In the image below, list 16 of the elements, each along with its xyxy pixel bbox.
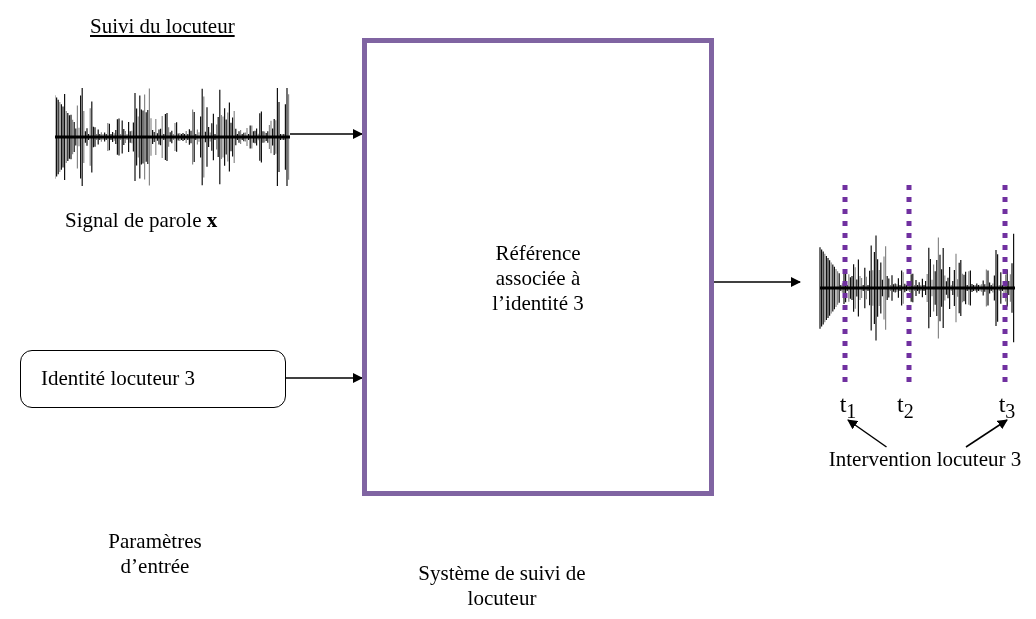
text-label: t$_{3}$ (997, 392, 1017, 424)
box-text: Référence associée à l’identité 3 (491, 241, 585, 316)
arrow (965, 419, 1008, 448)
input-box (20, 350, 286, 408)
heading: Suivi du locuteur (90, 14, 235, 39)
box-text: Identité locuteur 3 (41, 366, 195, 391)
arrow (713, 277, 801, 287)
text-label: Paramètres d’entrée (107, 529, 203, 579)
text-label: t$_{2}$ (897, 392, 914, 424)
node-label: Signal de parole x (65, 208, 218, 233)
box-heading: Système de suivi de locuteur (417, 561, 587, 611)
text-label: Intervention locuteur 3 (827, 447, 1023, 472)
arrow (285, 373, 363, 383)
text-label: t$_{1}$ (838, 392, 858, 424)
arrow (847, 419, 888, 448)
arrow (289, 129, 363, 139)
